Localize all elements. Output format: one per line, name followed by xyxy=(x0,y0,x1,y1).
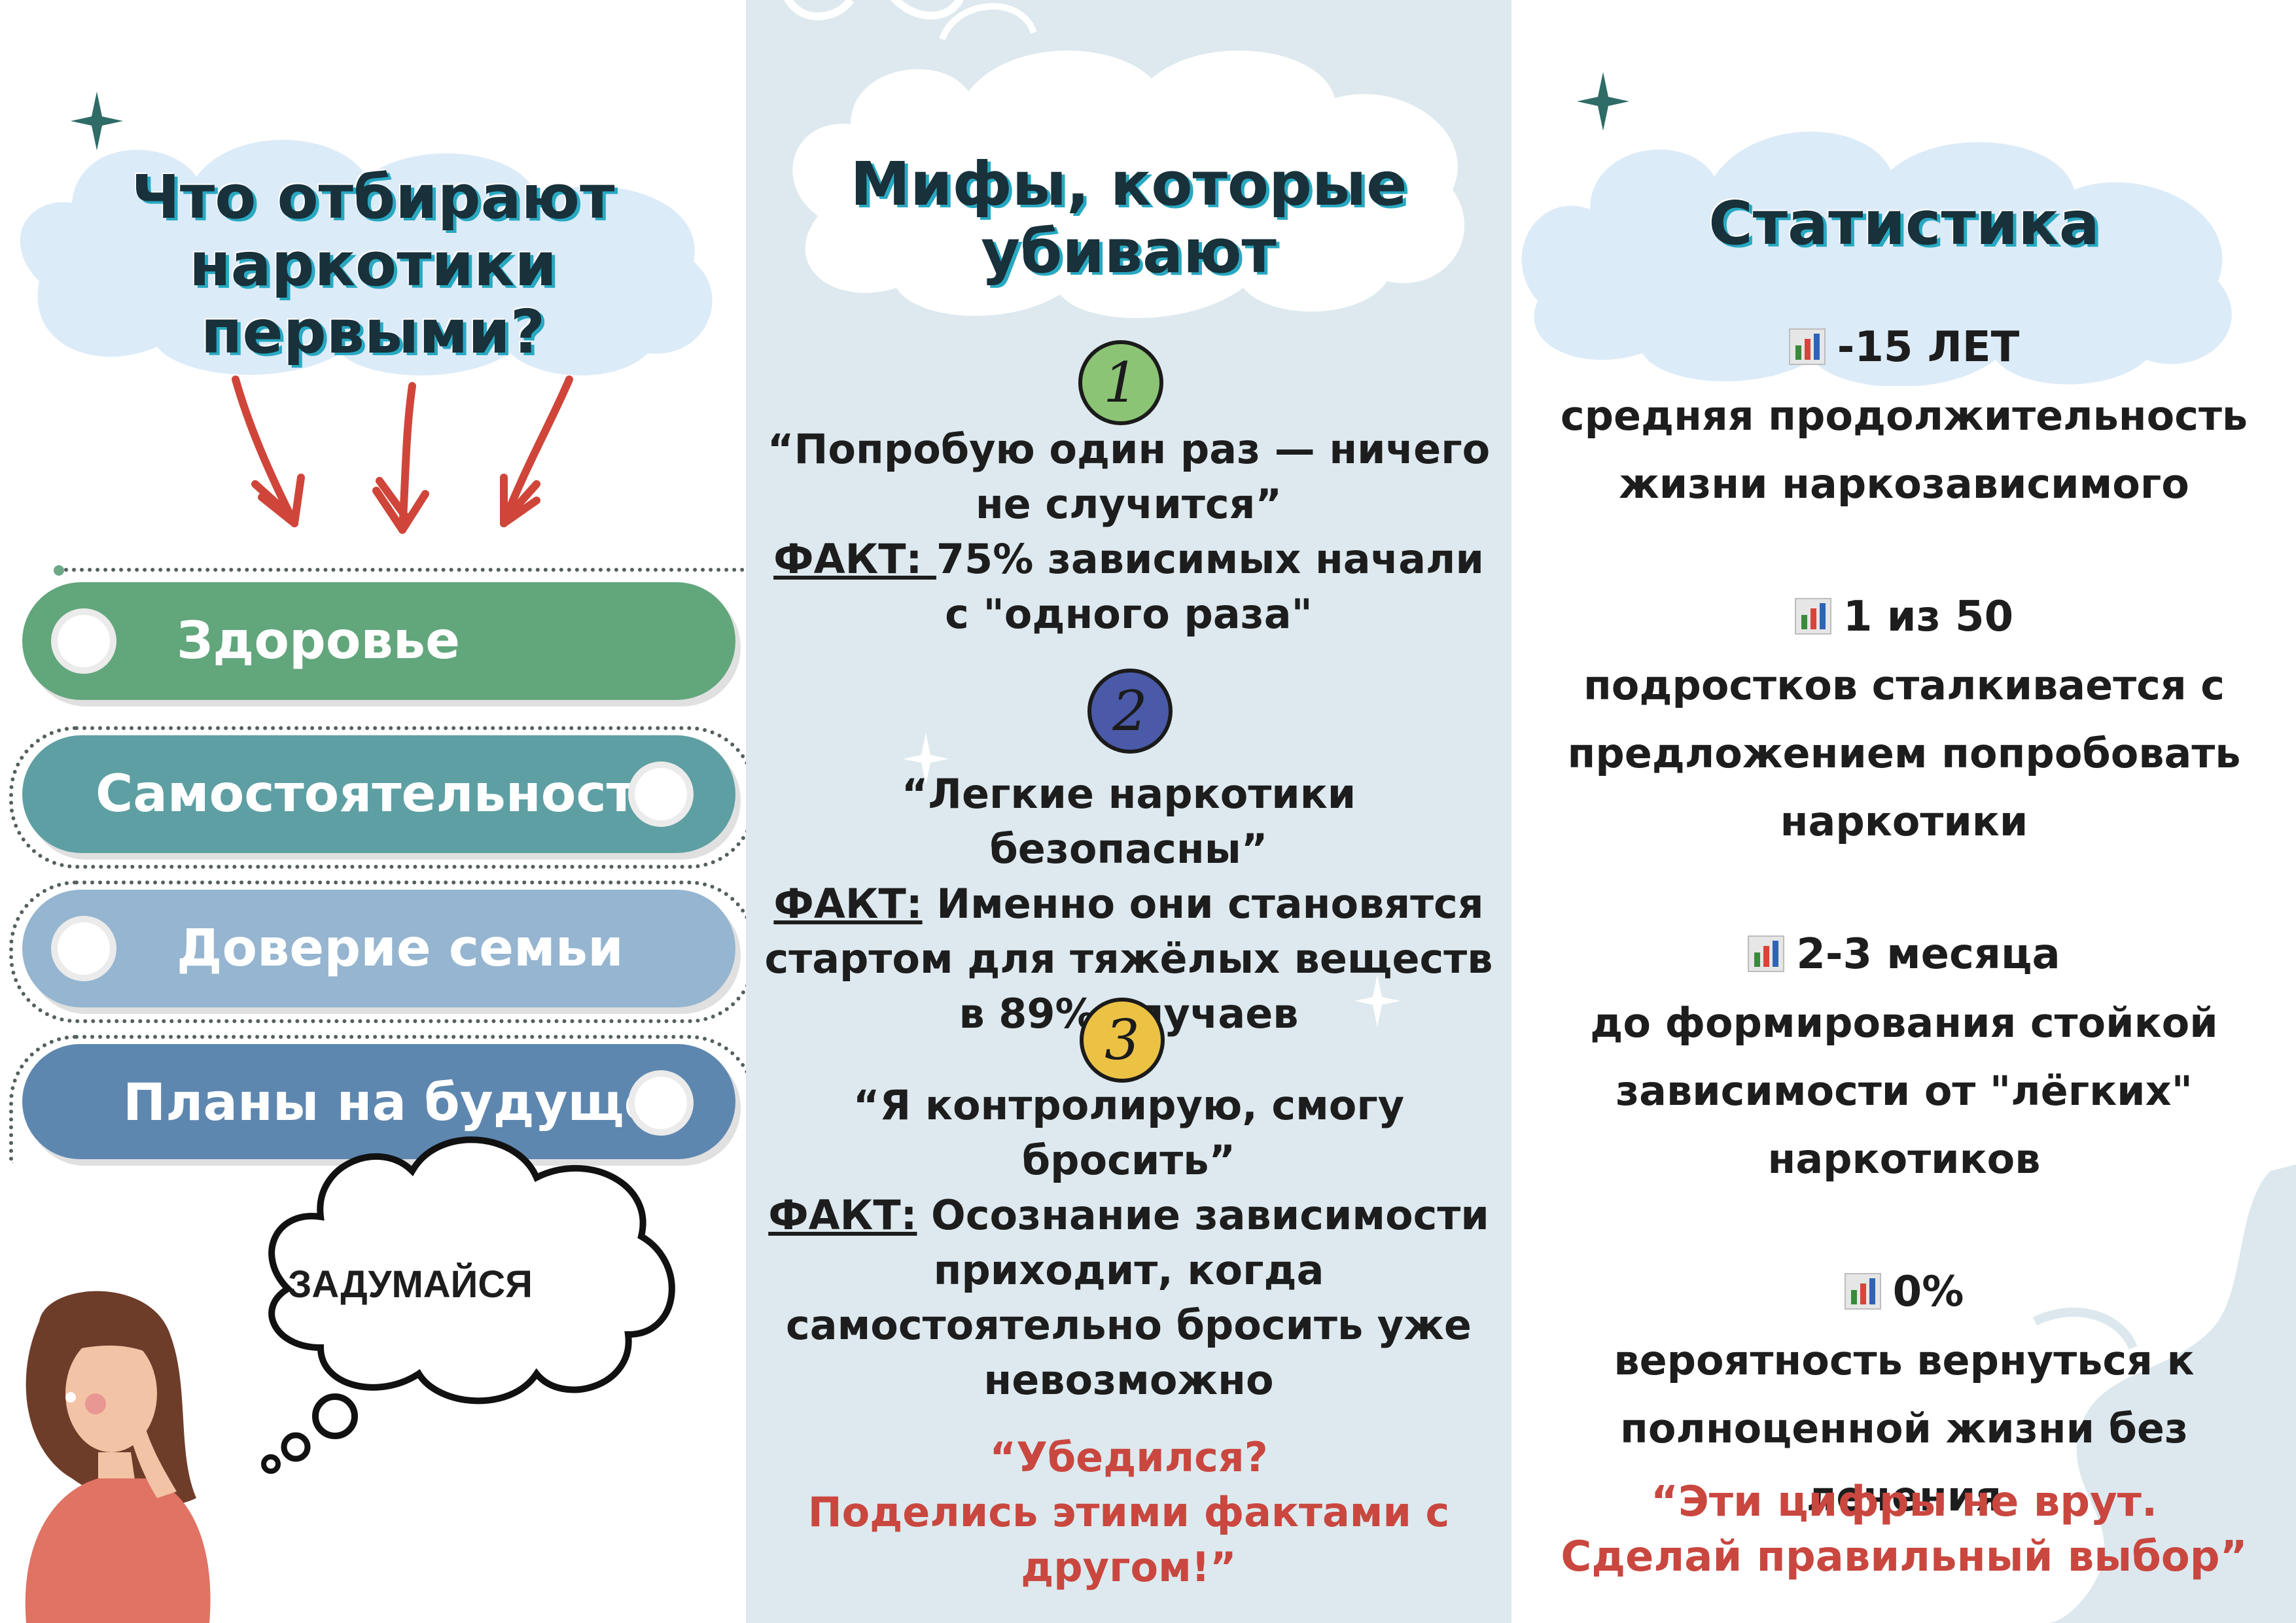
pill-label: Здоровье xyxy=(177,612,460,671)
myth-3: “Я контролирую, смогу бросить” ФАКТ: Осо… xyxy=(759,1078,1498,1408)
stat-value: 2-3 месяца xyxy=(1796,930,2060,979)
closing-line-2: Поделись этими фактами с другом!” xyxy=(807,1488,1450,1591)
toggle-knob xyxy=(628,1070,694,1136)
pill-health: Здоровье xyxy=(22,582,735,700)
fact-label: ФАКТ: xyxy=(768,1191,917,1239)
myth-number-1: 1 xyxy=(1078,340,1163,425)
closing-line-1: “Эти цифры не врут. xyxy=(1650,1478,2158,1526)
middle-title: Мифы, которые убивают xyxy=(850,149,1407,287)
sparkle-icon xyxy=(1577,72,1629,131)
thought-bubble xyxy=(261,1136,675,1474)
right-panel xyxy=(1511,0,2296,1623)
middle-panel: Мифы, которые убивают xyxy=(746,0,1511,1623)
myth-fact: ФАКТ: 75% зависимых начали с "одного раз… xyxy=(759,532,1498,642)
left-title: Что отбирают наркотики первыми? xyxy=(131,162,615,368)
cloud-shape-right xyxy=(1521,131,2232,386)
pill-label: Планы на будущее xyxy=(123,1073,694,1132)
myth-quote: “Я контролирую, смогу бросить” xyxy=(853,1081,1405,1184)
stat-text: подростков сталкивается с предложением п… xyxy=(1567,661,2241,845)
closing-line-2: Сделай правильный выбор” xyxy=(1561,1533,2248,1581)
stat-value: 1 из 50 xyxy=(1843,593,2014,641)
fact-text: Осознание зависимости приходит, когда са… xyxy=(786,1191,1489,1404)
stat-text: средняя продолжительность жизни наркозав… xyxy=(1560,392,2248,508)
fact-text: 75% зависимых начали с "одного раза" xyxy=(936,535,1484,638)
stat-value: -15 ЛЕТ xyxy=(1837,323,2020,372)
stat-text: вероятность вернуться к полноценной жизн… xyxy=(1614,1336,2195,1520)
pill-label: Доверие семьи xyxy=(177,919,624,978)
closing-line-1: “Убедился? xyxy=(989,1433,1268,1481)
bar-chart-icon xyxy=(1788,328,1826,365)
stat-text: до формирования стойкой зависимости от "… xyxy=(1590,999,2218,1183)
cloud-shape-left xyxy=(20,139,713,375)
pill-family-trust: Доверие семьи xyxy=(22,890,735,1007)
down-arrows-icon xyxy=(232,375,573,534)
stat-3-value-row: 2-3 месяца xyxy=(1525,926,2284,983)
myth-1: “Попробую один раз — ничего не случится”… xyxy=(759,422,1498,642)
pill-independence: Самостоятельность xyxy=(22,735,735,853)
bar-chart-icon xyxy=(1748,935,1785,972)
sparkle-icon xyxy=(903,733,949,785)
stat-2-value-row: 1 из 50 xyxy=(1525,589,2284,645)
sparkle-icon xyxy=(1354,975,1400,1027)
toggle-knob xyxy=(51,608,116,674)
pill-label: Самостоятельность xyxy=(96,765,669,824)
decorative-shape xyxy=(2032,1164,2296,1623)
left-panel: Что отбирают наркотики первыми? Здоровье… xyxy=(0,0,756,1623)
stat-value: 0% xyxy=(1892,1268,1964,1316)
fact-label: ФАКТ: xyxy=(773,535,936,583)
myth-quote: “Легкие наркотики безопасны” xyxy=(901,770,1356,873)
cloud-shape-middle xyxy=(784,0,1465,319)
dot xyxy=(54,565,64,576)
bar-chart-icon xyxy=(1844,1273,1881,1310)
thinking-girl-illustration xyxy=(25,1291,211,1623)
myth-number-2: 2 xyxy=(1087,669,1173,754)
myth-fact: ФАКТ: Осознание зависимости приходит, ко… xyxy=(759,1188,1498,1408)
toggle-knob xyxy=(51,916,116,981)
middle-closing: “Убедился? Поделись этими фактами с друг… xyxy=(759,1430,1498,1595)
pill-future-plans: Планы на будущее xyxy=(22,1044,735,1159)
myth-quote: “Попробую один раз — ничего не случится” xyxy=(767,425,1491,528)
stat-1-value-row: -15 ЛЕТ xyxy=(1525,319,2284,375)
myth-number-3: 3 xyxy=(1080,998,1165,1083)
right-title: Статистика xyxy=(1708,188,2100,258)
dotted-line xyxy=(64,568,745,572)
fact-label: ФАКТ: xyxy=(773,880,923,928)
bar-chart-icon xyxy=(1794,598,1831,635)
sparkle-icon xyxy=(71,92,123,150)
stat-4-value-row: 0% xyxy=(1525,1264,2284,1320)
right-closing: “Эти цифры не врут. Сделай правильный вы… xyxy=(1525,1475,2284,1584)
toggle-knob xyxy=(628,761,694,827)
bubble-text: ЗАДУМАЙСЯ xyxy=(288,1263,533,1306)
